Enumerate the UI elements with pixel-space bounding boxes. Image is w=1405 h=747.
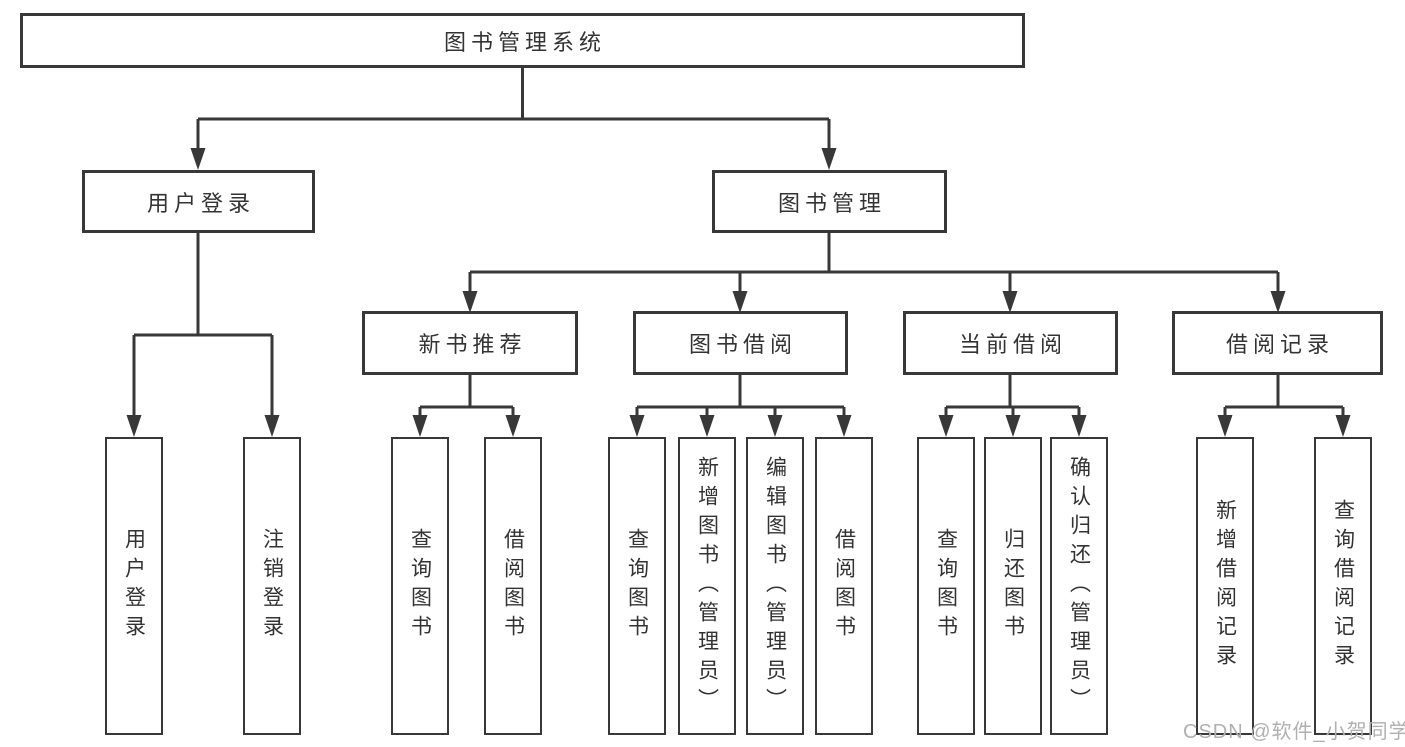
connector-borrow-records	[1223, 375, 1345, 418]
node-new-book-recommend: 新书推荐	[362, 311, 578, 375]
arrowhead	[1217, 415, 1233, 437]
csdn-watermark: CSDN @软件_小贺同学	[1183, 721, 1405, 743]
arrowhead	[412, 415, 428, 437]
leaf-add-borrow-record: 新增借阅记录	[1196, 437, 1254, 735]
node-current-borrow: 当前借阅	[903, 311, 1118, 375]
leaf-borrow-books: 借阅图书	[815, 437, 873, 735]
arrowhead	[1270, 291, 1286, 313]
arrowhead	[1335, 415, 1351, 437]
leaf-add-books-admin: 新增图书（管理员）	[678, 437, 736, 735]
leaf-query-borrow-record: 查询借阅记录	[1314, 437, 1372, 735]
leaf-query-books-borrow: 查询图书	[608, 437, 666, 735]
arrowhead	[126, 415, 142, 437]
arrowhead	[732, 291, 748, 313]
leaf-return-books: 归还图书	[984, 437, 1042, 735]
arrowhead	[699, 415, 715, 437]
connector-user-login	[132, 233, 274, 418]
node-book-borrow: 图书借阅	[633, 311, 848, 375]
leaf-borrow-books-recommend: 借阅图书	[484, 437, 542, 735]
node-user-login: 用户登录	[82, 170, 315, 233]
arrowhead	[938, 415, 954, 437]
leaf-query-books-recommend: 查询图书	[391, 437, 449, 735]
connector-book-management	[468, 233, 1280, 293]
arrowhead	[264, 415, 280, 437]
node-borrow-records: 借阅记录	[1172, 311, 1383, 375]
arrowhead	[1002, 291, 1018, 313]
leaf-confirm-return-admin: 确认归还（管理员）	[1050, 437, 1108, 735]
leaf-logout: 注销登录	[243, 437, 301, 735]
arrowhead	[629, 415, 645, 437]
arrowhead	[190, 148, 206, 170]
leaf-user-login: 用户登录	[105, 437, 163, 735]
leaf-query-books-current: 查询图书	[917, 437, 975, 735]
node-book-management: 图书管理	[712, 170, 947, 233]
arrowhead	[505, 415, 521, 437]
node-library-system-root: 图书管理系统	[20, 13, 1025, 68]
arrowhead	[462, 291, 478, 313]
leaf-edit-books-admin: 编辑图书（管理员）	[746, 437, 804, 735]
arrowhead	[836, 415, 852, 437]
arrowhead	[767, 415, 783, 437]
connector-current-borrow	[944, 375, 1081, 418]
arrowhead	[821, 148, 837, 170]
connector-book-borrow	[635, 375, 846, 418]
connector-root	[196, 68, 831, 150]
connector-new-book-recommend	[418, 375, 515, 418]
arrowhead	[1005, 415, 1021, 437]
arrowhead	[1071, 415, 1087, 437]
